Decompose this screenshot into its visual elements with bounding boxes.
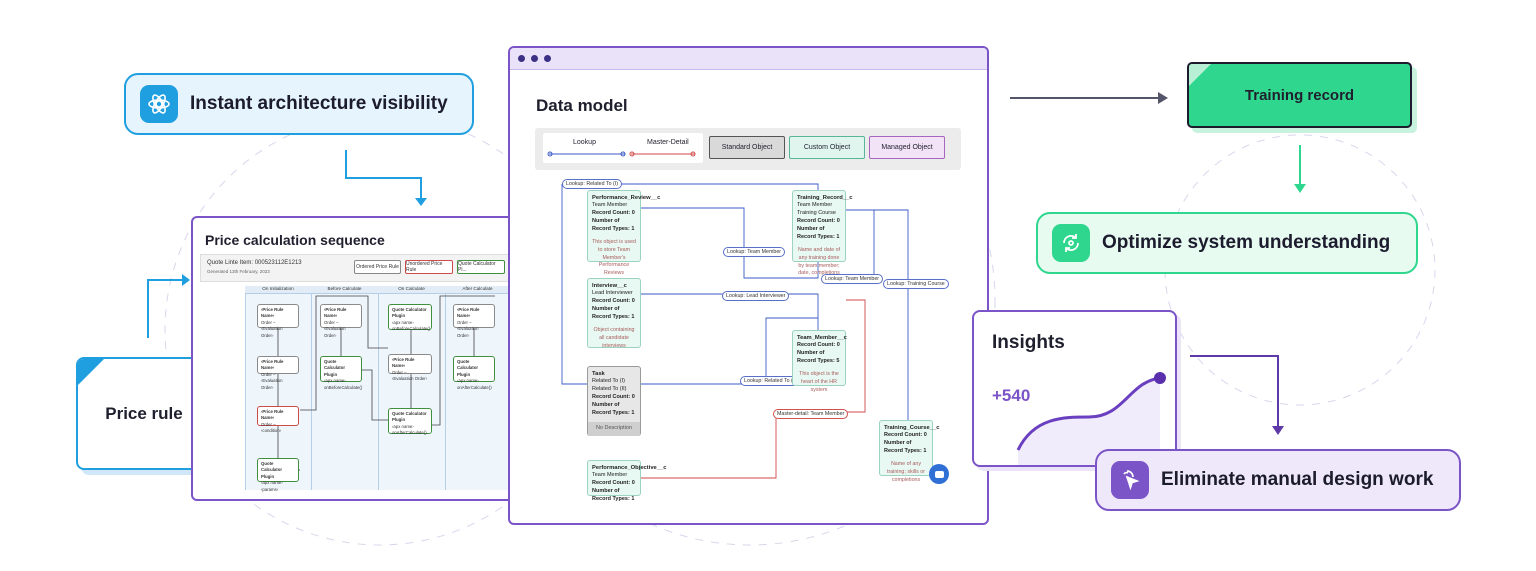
optimize-system-label: Optimize system understanding [1102, 232, 1391, 253]
insights-value: +540 [992, 386, 1031, 405]
data-model-legend: Lookup Master-Detail Standard Object Cus… [535, 128, 961, 170]
eliminate-manual-design-callout: Eliminate manual design work [1095, 449, 1461, 511]
quote-calculator-plugin-card[interactable]: Quote Calculator Plugin‹apx name›‹params… [257, 458, 299, 492]
training-record-card[interactable]: Training record [1187, 62, 1412, 128]
training-record-label: Training record [1244, 86, 1355, 104]
object-team-member[interactable]: Team_Member__c Record Count: 0 Number of… [792, 330, 847, 393]
price-rule-card-init-2[interactable]: ‹Price Rule Name›Order – ‹Evaluation Ord… [257, 356, 299, 390]
insights-growth-curve [1016, 372, 1166, 465]
window-dot-icon[interactable] [531, 55, 538, 62]
price-rule-card-on[interactable]: ‹Price Rule Name›Order – ‹Evaluation Ord… [388, 354, 432, 381]
relationship-label: Lookup: Training Course [883, 279, 949, 289]
price-rule-card-after[interactable]: ‹Price Rule Name›Order – ‹Evaluation Ord… [453, 304, 495, 338]
window-titlebar [510, 48, 987, 70]
price-rule-card-before[interactable]: ‹Price Rule Name›Order – ‹Evaluation Ord… [320, 304, 362, 338]
quote-calculator-plugin-card-on-2[interactable]: Quote Calculator Plugin‹apx name›onAfter… [388, 408, 432, 435]
insights-title: Insights [992, 332, 1065, 353]
ordered-price-rule-button[interactable]: Ordered Price Rule [354, 260, 401, 274]
chat-bubble-icon[interactable] [929, 464, 949, 484]
column-header: After Calculate [445, 286, 510, 294]
column-header: On Initialization [245, 286, 311, 294]
object-performance-objective[interactable]: Performance_Objective__c Team Member Rec… [587, 460, 666, 502]
price-calc-title: Price calculation sequence [205, 232, 385, 248]
quote-calculator-plugin-card-before[interactable]: Quote Calculator Plugin‹apx name›onBefor… [320, 356, 362, 390]
object-training-record[interactable]: Training_Record__c Team Member Training … [792, 190, 852, 276]
optimize-system-callout: Optimize system understanding [1036, 212, 1418, 274]
window-dot-icon[interactable] [544, 55, 551, 62]
eliminate-manual-design-label: Eliminate manual design work [1161, 469, 1434, 490]
relationship-label: Lookup: Team Member [723, 247, 786, 257]
legend-standard-object: Standard Object [709, 136, 785, 159]
unordered-price-rule-button[interactable]: Unordered Price Rule [405, 260, 453, 274]
architecture-visibility-label: Instant architecture visibility [190, 93, 448, 114]
data-model-title: Data model [536, 96, 628, 115]
generated-date: Generated 13th February, 2023 [207, 269, 270, 274]
window-dot-icon[interactable] [518, 55, 525, 62]
quote-line-label: Quote Linte Item: 000523112E1213 [207, 260, 302, 266]
column-header: On Calculate [378, 286, 445, 294]
legend-lookup: Lookup [573, 139, 596, 146]
relationship-label: Lookup: Lead Interviewer [722, 291, 790, 301]
unordered-price-rule-card[interactable]: ‹Price Rule Name›Order – ‹condition› [257, 406, 299, 433]
object-performance-review[interactable]: Performance_Review__c Team Member Record… [587, 190, 660, 276]
quote-calculator-plugin-card-on[interactable]: Quote Calculator Plugin‹apx name›onBefor… [388, 304, 432, 331]
legend-custom-object: Custom Object [789, 136, 865, 159]
object-training-course[interactable]: Training_Course__c Record Count: 0 Numbe… [879, 420, 939, 483]
price-rule-corner-flag [78, 359, 104, 385]
quote-calculator-plugin-card-after[interactable]: Quote Calculator Plugin‹apx name›onAfter… [453, 356, 495, 390]
legend-lines [547, 151, 696, 157]
price-rule-card[interactable]: Price rule [76, 357, 212, 470]
price-rule-label: Price rule [105, 403, 183, 423]
object-interview[interactable]: Interview__c Lead Interviewer Record Cou… [587, 278, 641, 349]
cursor-click-icon [1111, 461, 1149, 499]
quote-calculator-plugin-button[interactable]: Quote Calculator Pl... [457, 260, 505, 274]
relationship-label: Master-detail: Team Member [773, 409, 849, 419]
training-record-corner-flag [1189, 64, 1211, 86]
relationship-label: Lookup: Related To (I) [562, 179, 623, 189]
legend-master-detail: Master-Detail [647, 139, 689, 146]
legend-managed-object: Managed Object [869, 136, 945, 159]
relationship-label: Lookup: Team Member [821, 274, 884, 284]
refresh-cycle-icon [1052, 224, 1090, 262]
column-header: Before Calculate [311, 286, 378, 294]
price-rule-card-init[interactable]: ‹Price Rule Name›Order – ‹Evaluation Ord… [257, 304, 299, 338]
atom-network-icon [140, 85, 178, 123]
insights-card: Insights +540 [972, 310, 1177, 467]
architecture-visibility-callout: Instant architecture visibility [124, 73, 474, 135]
object-task[interactable]: Task Related To (I) Related To (II) Reco… [587, 366, 641, 437]
